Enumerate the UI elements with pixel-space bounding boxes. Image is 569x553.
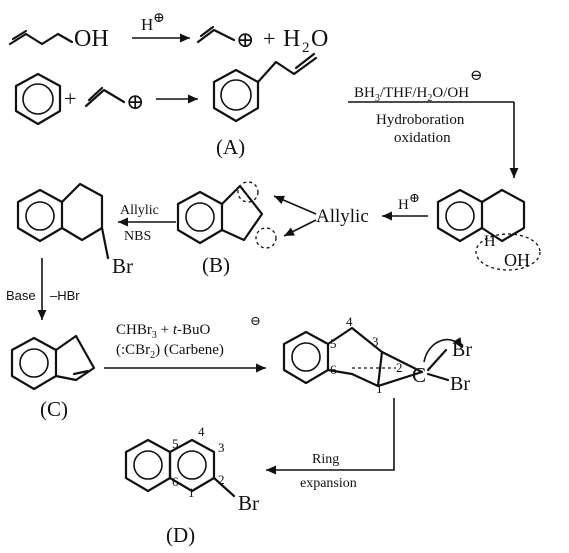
svg-text:(:CBr2) (Carbene): (:CBr2) (Carbene) [116,342,224,361]
svg-text:BH3/THF/H2O/OH: BH3/THF/H2O/OH [354,85,469,104]
arrow-ring-expansion: Ring expansion [266,398,395,491]
label-c: (C) [40,397,68,421]
svg-text:Hydroboration: Hydroboration [376,112,465,128]
svg-text:Br: Br [238,491,259,515]
arrow-bromination: Allylic NBS [118,203,176,244]
svg-text:Allylic: Allylic [120,203,159,218]
svg-text:OH: OH [504,250,530,270]
svg-text:NBS: NBS [124,229,151,244]
svg-text:C: C [412,363,426,387]
svg-text:5: 5 [172,436,179,451]
svg-text:Base: Base [6,288,36,303]
plus-sign: + [263,26,275,51]
cation-charge: ⊕ [236,27,254,52]
svg-text:H: H [398,197,409,213]
allylbenzene: (A) [212,52,318,159]
hydroboration-reagents: BH3/THF/H2O/OH ⊖ Hydroboration oxidation [348,68,519,178]
arrow-protonation: H ⊕ [132,11,190,43]
label-a: (A) [216,135,245,159]
plus-sign-2: + [64,86,76,111]
dibromocarbene-adduct: C Br Br 1 2 3 4 5 6 [282,314,472,396]
svg-text:6: 6 [172,474,179,489]
svg-text:4: 4 [198,424,205,439]
indane-b: (B) [176,181,277,277]
svg-text:oxidation: oxidation [394,130,451,146]
svg-text:6: 6 [330,362,337,377]
svg-text:⊕: ⊕ [126,89,144,114]
svg-text:⊖: ⊖ [250,313,261,328]
reagent-proton-charge: ⊕ [153,11,165,26]
svg-text:H: H [283,26,300,52]
allyl-cation: ⊕ [196,25,254,52]
bromonaphthalene-d: Br 1 2 3 4 5 6 (D) [124,424,259,547]
svg-text:4: 4 [346,314,353,329]
arrow-dehydration: H ⊕ [382,190,428,221]
svg-text:CHBr3 + t-BuO: CHBr3 + t-BuO [116,322,210,341]
svg-text:2: 2 [302,40,310,56]
bromoindane: Br [16,182,133,278]
allylic-arrow-bottom [283,219,317,237]
label-b: (B) [202,253,230,277]
svg-text:1: 1 [376,381,383,396]
svg-text:O: O [311,26,328,52]
allyl-cation-2: ⊕ [84,86,144,114]
svg-text:Ring: Ring [312,452,339,467]
water: H 2 O [283,26,328,56]
svg-text:5: 5 [330,336,337,351]
svg-text:⊕: ⊕ [409,190,420,205]
tetralol: H OH [436,188,541,271]
svg-text:H: H [484,233,496,250]
svg-text:⊖: ⊖ [470,68,483,84]
reagent-proton: H [141,15,153,34]
svg-text:2: 2 [396,360,403,375]
allylic-arrow-top [273,195,317,215]
bromide-label: Br [112,254,133,278]
svg-text:expansion: expansion [300,476,357,491]
allyl-alcohol: OH [8,26,109,52]
carbene-reagents: CHBr3 + t-BuO ⊖ (:CBr2) (Carbene) [104,313,266,373]
arrow-elimination: Base –HBr [6,258,80,320]
svg-text:Br: Br [450,373,470,395]
svg-text:1: 1 [188,485,195,500]
benzene [14,72,62,126]
svg-text:2: 2 [218,472,225,487]
indene-c: (C) [10,334,96,421]
svg-text:3: 3 [218,440,225,455]
svg-text:–HBr: –HBr [50,288,80,303]
label-d: (D) [166,523,195,547]
allylic-label: Allylic [316,206,369,227]
hydroxyl-label: OH [74,26,109,52]
svg-text:3: 3 [372,334,379,349]
